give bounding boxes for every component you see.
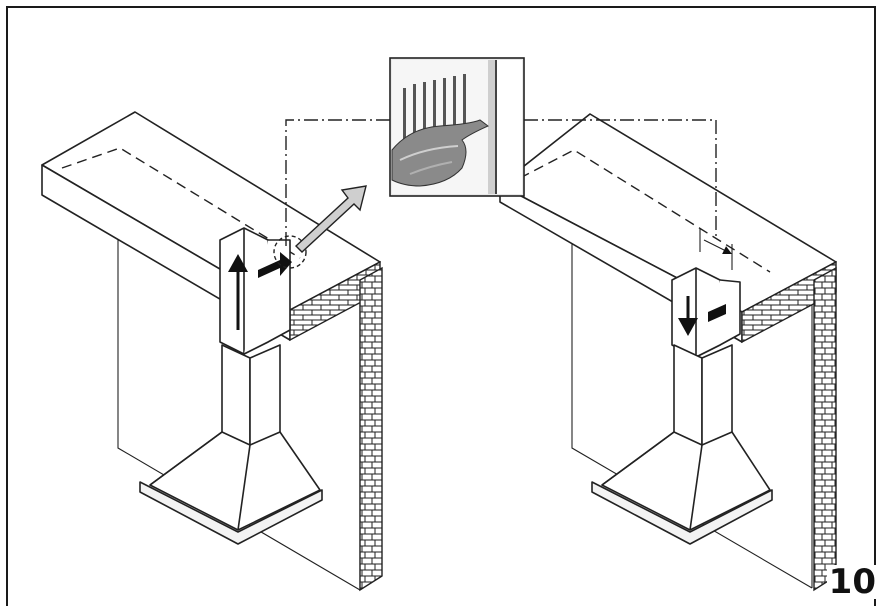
right-brick-wall [813,266,837,592]
left-detail-circle [273,235,307,269]
right-hood-ridge [689,444,703,531]
figure-frame [6,6,876,606]
right-down-arrow-icon [678,318,698,336]
right-chimney-upper-side [695,279,741,358]
left-push-arrow-icon [258,252,292,278]
right-hood-edge [601,431,675,486]
right-hood-base [591,481,773,545]
right-bracket-block [708,304,726,322]
detail-callout [285,57,717,246]
left-assembly [41,111,383,592]
right-wall-outline [571,240,813,589]
left-ceiling-dashed-line [61,147,301,259]
left-callout-leader [285,119,390,246]
left-up-arrow-icon [228,254,248,272]
left-hood-edge [149,431,223,486]
pointer-arrow-icon [294,185,367,253]
left-hood-base [139,481,323,545]
right-dimension-arrow [703,239,732,254]
left-brick-wall [359,266,383,592]
figure-number: 10 [826,562,878,602]
left-wall-outline [117,240,361,591]
right-assembly [499,113,837,592]
installation-detail-photo-icon [389,57,525,197]
right-ceiling-dashed-line [519,149,771,273]
left-hood-ridge [237,444,251,531]
right-dimension-ticks [699,228,733,270]
right-callout-leader [524,119,717,240]
